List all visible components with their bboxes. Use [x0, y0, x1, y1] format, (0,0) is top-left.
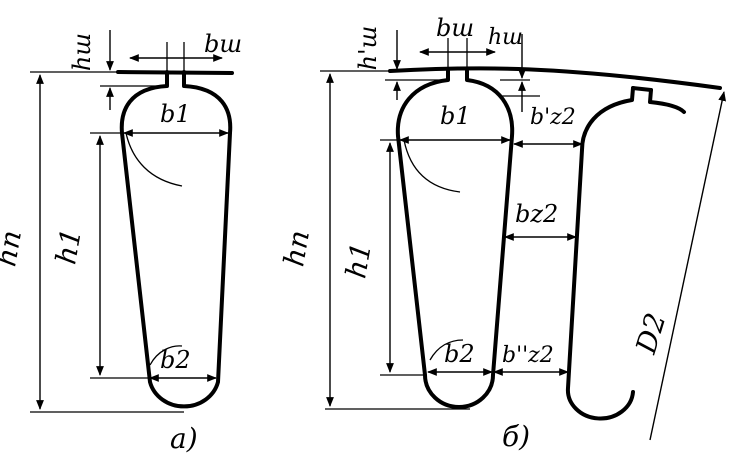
label-D2-b: D2 — [629, 309, 673, 358]
label-bsh-a: bш — [204, 30, 242, 58]
label-b1-a: b1 — [160, 100, 191, 128]
slot-outline-a — [119, 70, 233, 409]
label-hsh-b: hш — [488, 25, 523, 50]
neighbour-slot-neck-b — [631, 86, 653, 92]
inner-arc-bottom-a — [149, 345, 183, 366]
dim-D2-b — [649, 91, 726, 441]
label-hsh-a: hш — [68, 33, 96, 71]
label-hshp-b: h'ш — [354, 26, 382, 71]
rotor-surface-b — [388, 66, 722, 90]
label-bz2pp-b: b''z2 — [502, 343, 554, 368]
label-bsh-b: bш — [436, 14, 474, 42]
figure-b: h'ш bш hш b1 b'z2 bz2 hn h1 b2 b''z2 D2 … — [277, 14, 726, 453]
slot-outline-b — [395, 69, 515, 409]
neighbour-slot-top-b — [648, 88, 686, 114]
label-hn-b: hn — [277, 228, 316, 269]
rotor-surface-a — [116, 70, 234, 75]
inner-arc-b — [403, 139, 461, 193]
label-h1-b: h1 — [339, 240, 378, 281]
label-hn-a: hn — [0, 228, 28, 269]
label-b2-b: b2 — [444, 340, 475, 368]
figure-a: hш bш b1 hn h1 b2 а) — [0, 30, 242, 455]
label-b2-a: b2 — [160, 346, 191, 374]
label-bz2-b: bz2 — [515, 200, 558, 228]
neighbour-slot-b — [565, 86, 635, 421]
label-b1-b: b1 — [440, 102, 471, 130]
caption-b: б) — [502, 420, 530, 453]
label-bz2p-b: b'z2 — [530, 105, 576, 130]
label-h1-a: h1 — [49, 226, 88, 267]
inner-arc-a — [125, 132, 183, 187]
caption-a: а) — [170, 422, 198, 455]
inner-arc-bottom-b — [429, 339, 464, 361]
